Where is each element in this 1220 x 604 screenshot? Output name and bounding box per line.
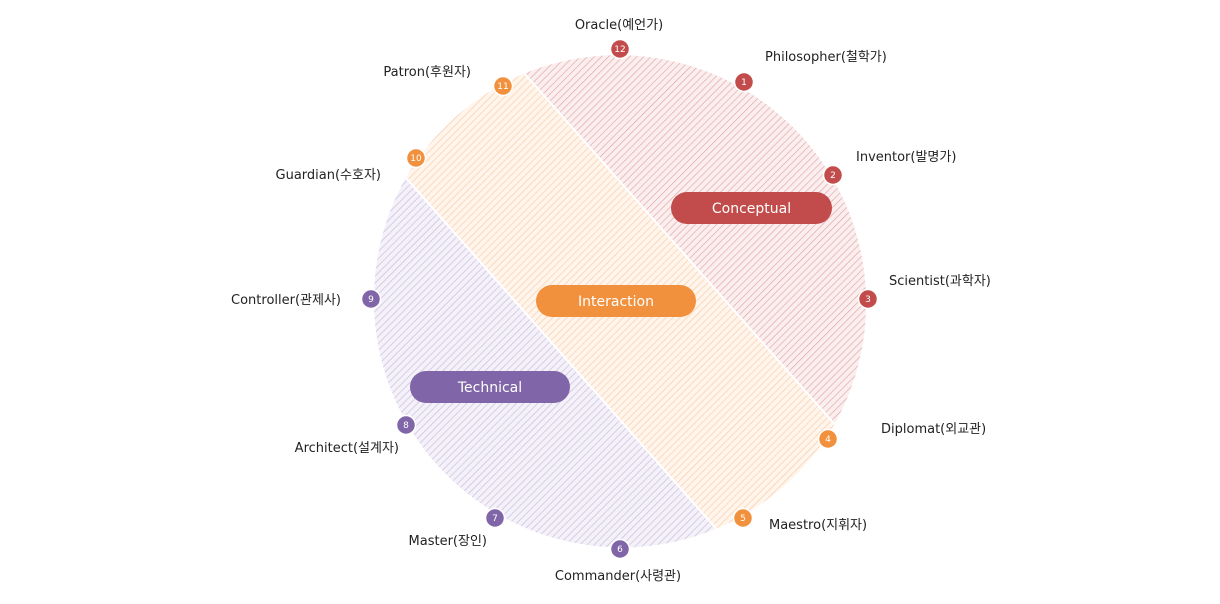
technical-pill: Technical xyxy=(410,371,570,403)
node-guardian: 10 Guardian(수호자) xyxy=(276,147,427,183)
node-philosopher: 1 Philosopher(철학가) xyxy=(733,50,887,93)
svg-text:Conceptual: Conceptual xyxy=(712,201,791,217)
svg-text:2: 2 xyxy=(830,171,836,181)
svg-text:Patron(후원자): Patron(후원자) xyxy=(383,65,471,80)
conceptual-region xyxy=(524,55,867,425)
node-diplomat: 4 Diplomat(외교관) xyxy=(817,422,986,450)
svg-text:3: 3 xyxy=(865,295,871,305)
interaction-pill: Interaction xyxy=(536,285,696,317)
svg-text:Architect(설계자): Architect(설계자) xyxy=(295,441,399,456)
svg-text:5: 5 xyxy=(740,514,746,524)
svg-text:Master(장인): Master(장인) xyxy=(409,534,487,549)
svg-text:1: 1 xyxy=(741,78,747,88)
svg-text:Commander(사령관): Commander(사령관) xyxy=(555,569,681,584)
node-scientist: 3 Scientist(과학자) xyxy=(857,274,991,310)
svg-text:Guardian(수호자): Guardian(수호자) xyxy=(276,168,382,183)
node-oracle: 12 Oracle(예언가) xyxy=(575,18,663,60)
svg-text:8: 8 xyxy=(403,421,409,431)
node-inventor: 2 Inventor(발명가) xyxy=(822,150,956,186)
technical-region xyxy=(373,177,717,548)
region-divider xyxy=(523,72,836,425)
svg-text:Philosopher(철학가): Philosopher(철학가) xyxy=(765,50,887,65)
node-master: 7 Master(장인) xyxy=(409,507,506,549)
node-commander: 6 Commander(사령관) xyxy=(555,538,681,584)
svg-text:Controller(관제사): Controller(관제사) xyxy=(231,293,341,308)
svg-text:10: 10 xyxy=(410,154,422,164)
node-maestro: 5 Maestro(지휘자) xyxy=(732,507,867,533)
svg-text:Oracle(예언가): Oracle(예언가) xyxy=(575,18,663,33)
svg-text:Maestro(지휘자): Maestro(지휘자) xyxy=(769,518,867,533)
svg-text:Interaction: Interaction xyxy=(578,294,654,310)
svg-text:7: 7 xyxy=(492,514,498,524)
region-divider xyxy=(405,177,718,530)
svg-text:Technical: Technical xyxy=(457,380,522,396)
svg-text:4: 4 xyxy=(825,435,831,445)
node-controller: 9 Controller(관제사) xyxy=(231,288,382,310)
svg-text:12: 12 xyxy=(614,45,625,55)
svg-text:Inventor(발명가): Inventor(발명가) xyxy=(856,150,956,165)
svg-text:9: 9 xyxy=(368,295,374,305)
node-patron: 11 Patron(후원자) xyxy=(383,65,514,97)
svg-text:Diplomat(외교관): Diplomat(외교관) xyxy=(881,422,986,437)
node-architect: 8 Architect(설계자) xyxy=(295,414,417,456)
svg-text:6: 6 xyxy=(617,545,623,555)
svg-text:Scientist(과학자): Scientist(과학자) xyxy=(889,274,991,289)
svg-text:11: 11 xyxy=(497,82,508,92)
conceptual-pill: Conceptual xyxy=(671,192,832,224)
